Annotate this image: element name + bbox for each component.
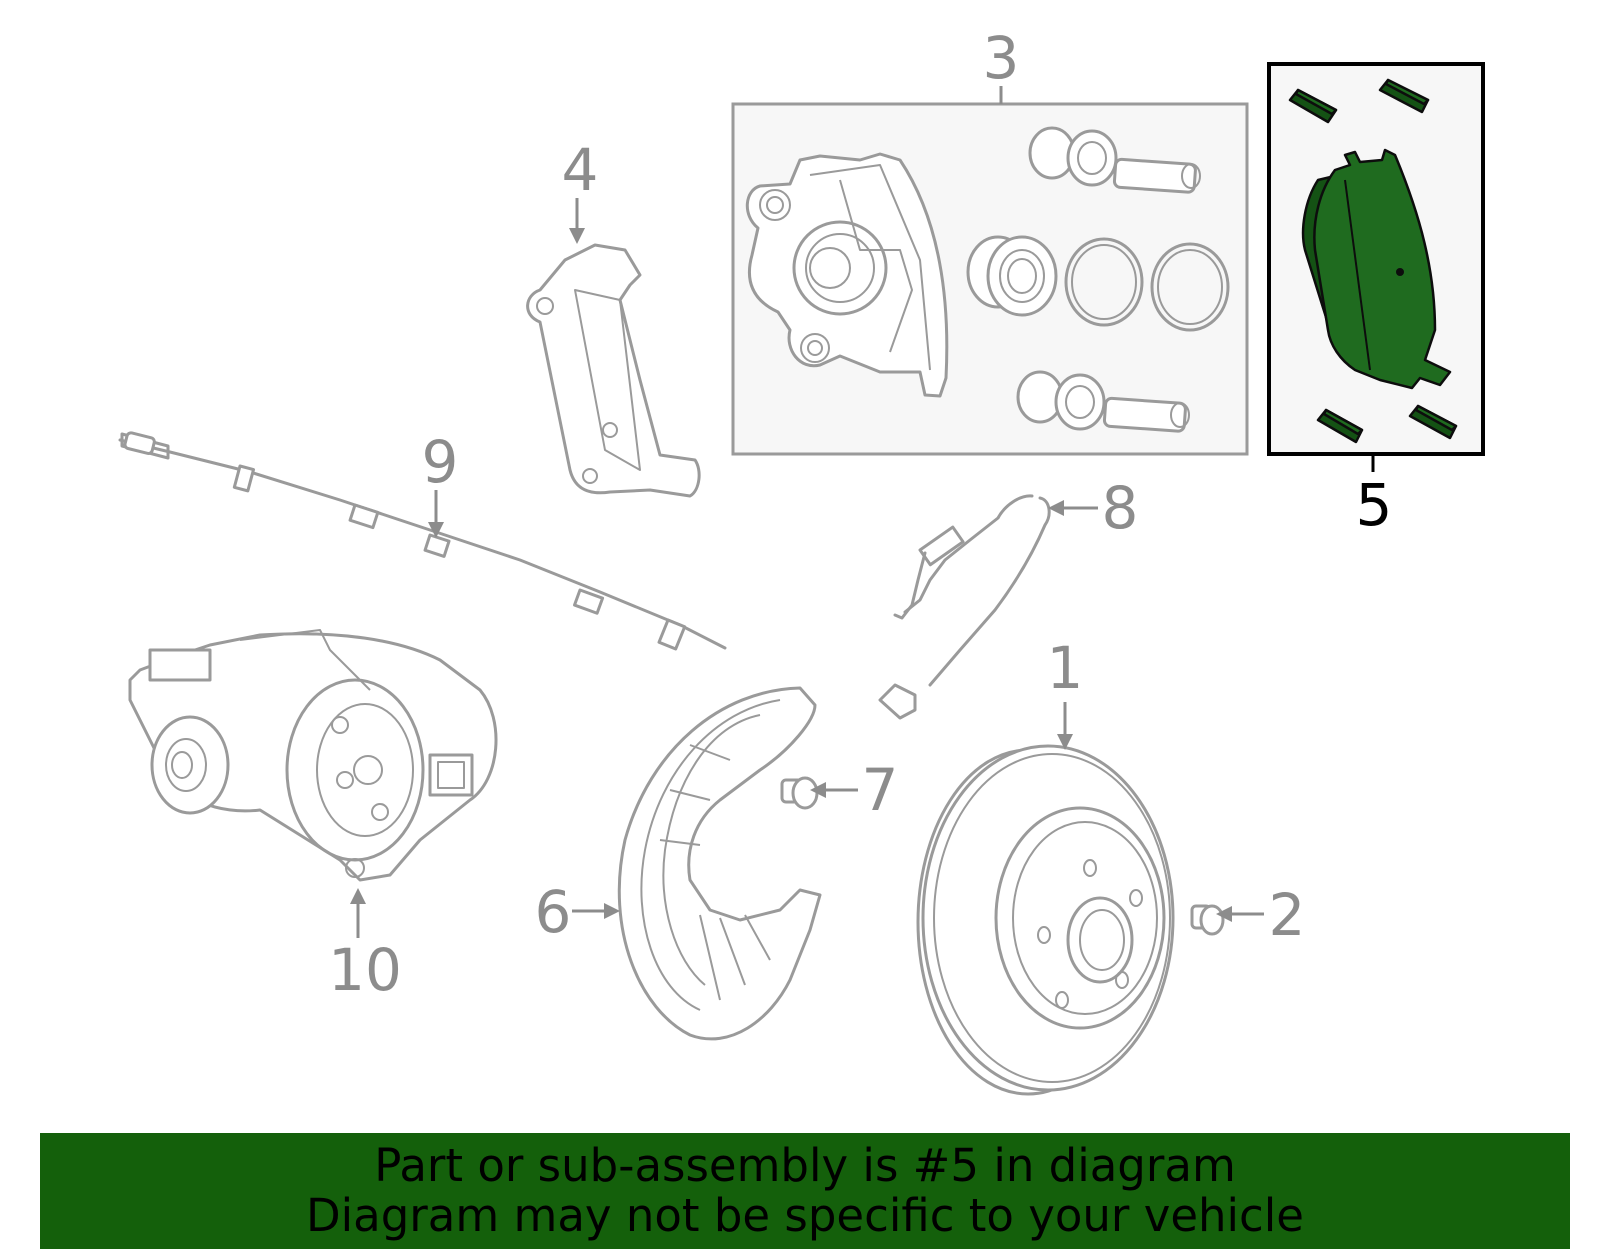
- callout-arrow-8: [1048, 500, 1098, 516]
- brake-hose: [878, 494, 1051, 720]
- callout-number-2: 2: [1269, 881, 1306, 949]
- wheel-speed-sensor-cable: [118, 431, 727, 651]
- brake-pad-clip-top-left: [1288, 88, 1338, 124]
- callout-number-10: 10: [328, 936, 402, 1004]
- callout-number-7: 7: [862, 756, 899, 824]
- callout-number-4: 4: [562, 136, 599, 204]
- callout-arrow-6: [572, 903, 620, 919]
- piston: [966, 235, 1058, 317]
- guide-pin-lower: [1016, 370, 1190, 433]
- callout-number-5: 5: [1356, 471, 1393, 539]
- caliper-housing: [745, 152, 949, 398]
- brake-pad-clip-top-right: [1378, 78, 1430, 114]
- piston-seal: [1064, 237, 1144, 327]
- part-info-banner: Part or sub-assembly is #5 in diagram Di…: [40, 1133, 1570, 1249]
- banner-line-disclaimer: Diagram may not be specific to your vehi…: [306, 1189, 1304, 1242]
- brake-parts-diagram: 1 2 3 4 5 6 7 8 9 10: [118, 24, 1485, 1096]
- callout-number-1: 1: [1047, 634, 1084, 702]
- callout-number-6: 6: [535, 878, 572, 946]
- banner-line-part: Part or sub-assembly is #5 in diagram: [374, 1139, 1236, 1192]
- dust-shield: [617, 686, 822, 1041]
- brake-pad: [1301, 148, 1452, 390]
- callout-arrow-10: [350, 888, 366, 938]
- callout-arrow-4: [569, 198, 585, 244]
- callout-arrow-1: [1057, 702, 1073, 750]
- callout-number-8: 8: [1102, 474, 1139, 542]
- caliper-bracket: [526, 243, 701, 498]
- callout-arrow-2: [1216, 906, 1264, 922]
- parking-brake-motor: [128, 629, 498, 882]
- callout-number-3: 3: [983, 24, 1020, 92]
- rotor-retaining-screw: [1190, 904, 1225, 936]
- guide-pin-upper: [1028, 126, 1201, 194]
- dust-boot: [1150, 242, 1230, 332]
- brake-pad-clip-bottom-right: [1408, 404, 1458, 440]
- brake-rotor: [916, 744, 1175, 1096]
- callout-arrow-7: [810, 782, 858, 798]
- dust-shield-bolt: [780, 776, 819, 810]
- callout-number-9: 9: [422, 428, 459, 496]
- callout-arrow-9: [428, 490, 444, 538]
- brake-pad-clip-bottom-left: [1316, 408, 1364, 444]
